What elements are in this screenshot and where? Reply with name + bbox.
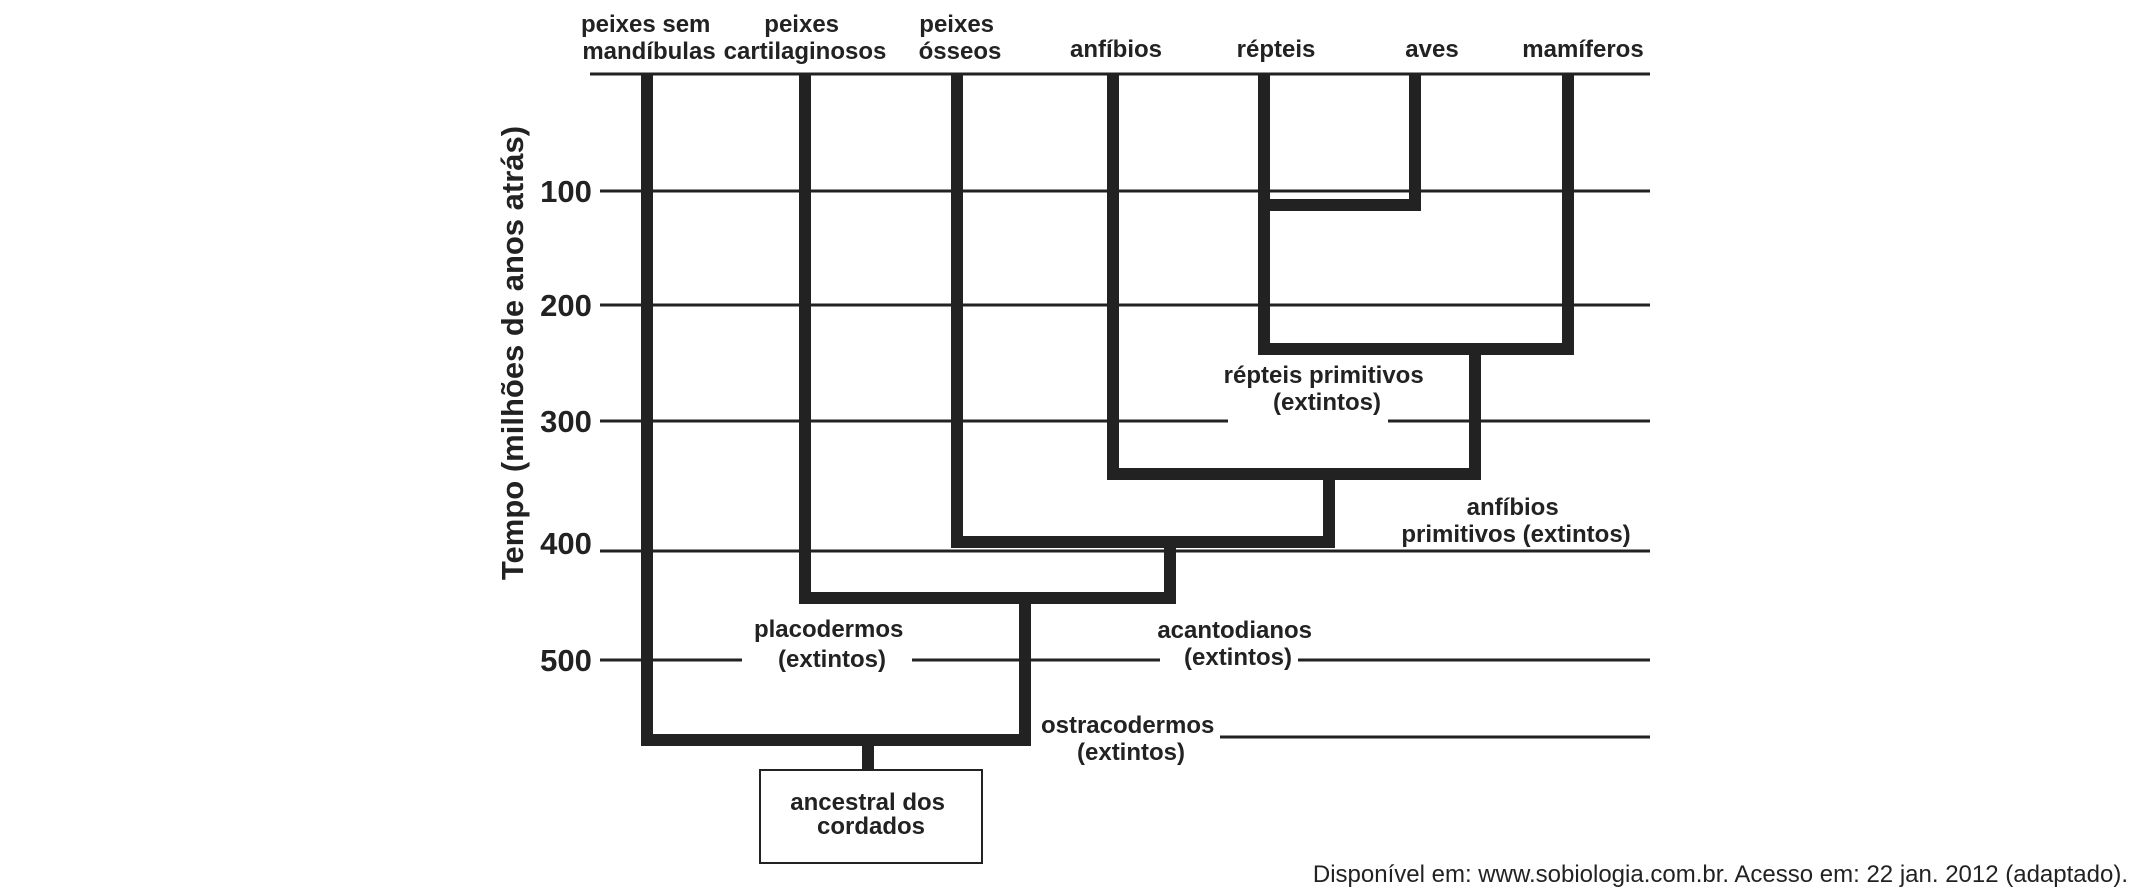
taxa-labels: peixes sem mandíbulas peixes cartilagino… <box>581 11 1644 65</box>
taxon-amphibians: anfíbios <box>1070 36 1162 63</box>
taxon-cartilaginous-fish-line2: cartilaginosos <box>724 38 887 65</box>
axis-title: Tempo (milhões de anos atrás) <box>495 126 530 580</box>
ancestor-label: ancestral dos cordados <box>790 789 951 840</box>
taxon-bony-fish-line2: ósseos <box>919 38 1002 65</box>
taxon-cartilaginous-fish-line1: peixes <box>764 11 839 38</box>
tick-400: 400 <box>540 526 592 561</box>
label-primitive-reptiles: répteis primitivos (extintos) <box>1224 362 1431 416</box>
label-ostracoderms-line2: (extintos) <box>1077 739 1185 766</box>
label-acanthodians-line2: (extintos) <box>1184 644 1292 671</box>
ancestor-box <box>759 769 983 864</box>
label-primitive-amphibians-line1: anfíbios <box>1467 494 1559 521</box>
tick-500: 500 <box>540 643 592 678</box>
ancestor-label-line2: cordados <box>817 813 925 840</box>
taxon-jawless-fish-line2: mandíbulas <box>582 38 715 65</box>
label-ostracoderms: ostracodermos (extintos) <box>1041 712 1221 766</box>
label-acanthodians-line1: acantodianos <box>1157 617 1312 644</box>
time-gridlines <box>590 72 1650 739</box>
label-placoderms-line1: placodermos <box>754 616 903 643</box>
taxon-cartilaginous-fish: peixes cartilaginosos <box>724 11 887 65</box>
branch-bony-fish <box>799 74 1176 604</box>
label-primitive-amphibians: anfíbios primitivos (extintos) <box>1401 494 1630 548</box>
branch-birds <box>1264 74 1421 211</box>
taxon-bony-fish-line1: peixes <box>919 11 994 38</box>
tick-100: 100 <box>540 174 592 209</box>
label-placoderms: placodermos (extintos) <box>754 616 910 673</box>
taxon-bony-fish: peixes ósseos <box>919 11 1002 65</box>
axis-tick-labels: 100 200 300 400 500 <box>540 174 592 678</box>
branch-amniotes <box>1107 74 1481 480</box>
taxon-jawless-fish-line1: peixes sem <box>581 11 710 38</box>
branch-jawed <box>641 74 1031 746</box>
taxon-birds: aves <box>1405 36 1458 63</box>
tree-branches <box>641 74 1574 770</box>
label-primitive-reptiles-line1: répteis primitivos <box>1224 362 1424 389</box>
source-citation: Disponível em: www.sobiologia.com.br. Ac… <box>1313 861 2128 887</box>
tick-200: 200 <box>540 288 592 323</box>
branch-reptiles-mammals <box>1258 74 1574 355</box>
label-acanthodians: acantodianos (extintos) <box>1157 617 1318 671</box>
branch-tetrapods <box>951 74 1335 548</box>
label-primitive-reptiles-line2: (extintos) <box>1273 389 1381 416</box>
taxon-mammals: mamíferos <box>1522 36 1643 63</box>
taxon-reptiles: répteis <box>1237 36 1316 63</box>
ancestor-label-line1: ancestral dos <box>790 789 945 816</box>
label-placoderms-line2: (extintos) <box>778 646 886 673</box>
label-primitive-amphibians-line2: primitivos (extintos) <box>1401 521 1630 548</box>
label-ostracoderms-line1: ostracodermos <box>1041 712 1214 739</box>
tick-300: 300 <box>540 404 592 439</box>
taxon-jawless-fish: peixes sem mandíbulas <box>581 11 717 65</box>
extinct-group-labels: répteis primitivos (extintos) anfíbios p… <box>754 362 1631 766</box>
